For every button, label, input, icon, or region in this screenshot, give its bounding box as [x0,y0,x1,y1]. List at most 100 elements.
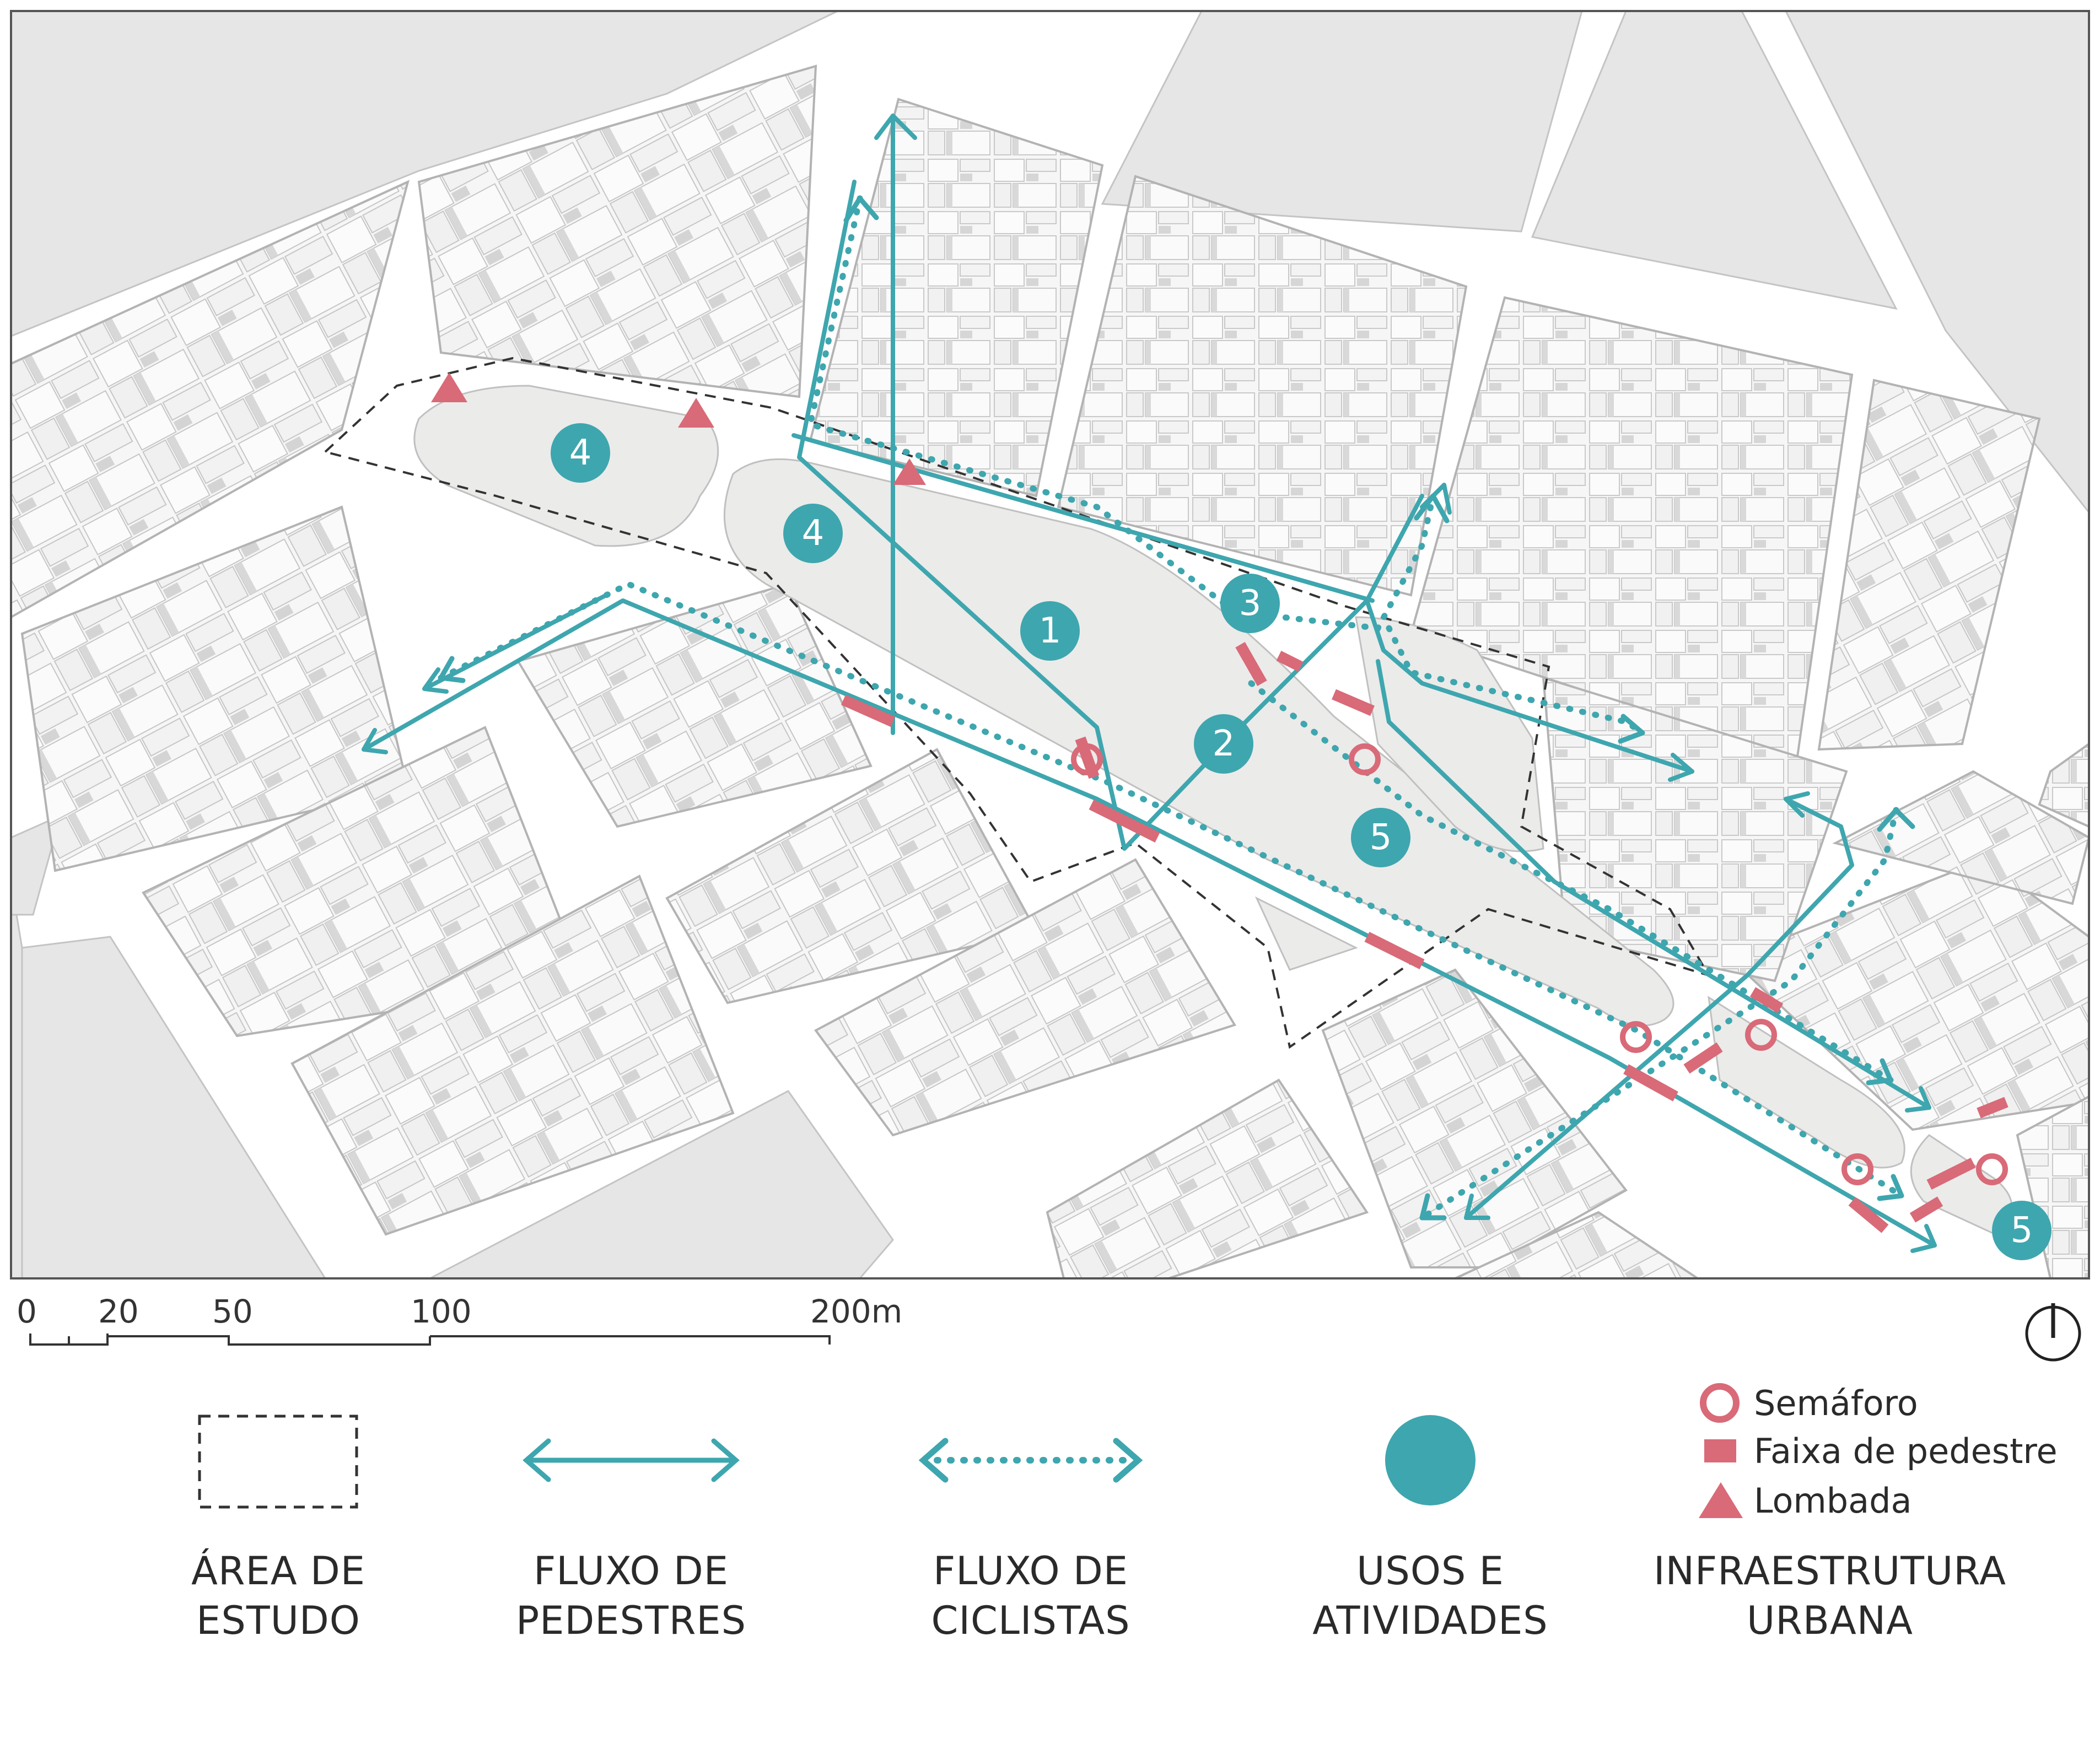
block-built [1817,379,2041,751]
traffic-light-circle-icon [1700,1383,1740,1423]
block-built [1321,968,1628,1268]
pedestrian-arrowhead [1668,753,1694,782]
use-marker-4b: 4 [783,504,843,563]
block-plain [1101,11,1583,233]
pedestrian-arrowhead [1784,791,1810,818]
scale-label-0: 0 [17,1293,37,1330]
crosswalk-bar-icon [1909,1196,1943,1223]
traffic-lights [1071,743,2008,1185]
pedestrian-flow-main-street [362,598,1937,1248]
use-marker-1: 1 [1020,601,1080,661]
use-label-text: 4 [569,433,592,473]
cyclist-flow-main-street [438,580,1905,1199]
block-plain [11,814,62,916]
legend-faixa-label: Faixa de pedestre [1754,1431,2058,1471]
use-label-text: 2 [1213,724,1235,764]
legend-study-area: ÁREA DE ESTUDO [191,1415,365,1643]
map-area: 1 2 3 4 4 5 5 [11,11,2089,1278]
pedestrian-flows [362,114,1937,1253]
crosswalk-bar-icon [1089,800,1160,843]
block-built [814,858,1237,1137]
legend-uses-line2: ATIVIDADES [1312,1598,1548,1643]
legend-infra-line2: URBANA [1747,1598,1913,1643]
crosswalk-bar-icon [1683,1042,1723,1074]
block-plain [1785,11,2089,514]
double-arrow-solid-icon [523,1438,740,1482]
pedestrian-flow-diagonal [797,180,1694,851]
block-plain [429,1090,894,1278]
scale-label-200m: 200m [810,1293,902,1330]
legend-study-area-line2: ESTUDO [196,1598,360,1643]
scale-label-50: 50 [212,1293,253,1330]
use-marker-2: 2 [1194,714,1253,774]
legend-cyclist-flow: FLUXO DE CICLISTAS [918,1438,1143,1643]
crosswalk-bar-icon [841,694,896,727]
plaza-5-south [1708,996,1905,1169]
scale-label-100: 100 [411,1293,472,1330]
legend-infrastructure: Semáforo Faixa de pedestre Lombada INFRA… [1654,1383,2058,1643]
block-built [1046,1078,1369,1278]
crosswalk-bar-icon [1276,651,1304,672]
crosswalk-bar-icon [1364,932,1425,969]
use-marker-5b: 5 [1992,1201,2051,1260]
crosswalk-bar-icon [1704,1439,1736,1462]
cyclist-arrowheads [438,196,1915,1221]
double-arrow-dotted-icon [918,1438,1143,1483]
block-built [290,874,735,1236]
crosswalk-bar-icon [1332,689,1375,716]
legend: ÁREA DE ESTUDO FLUXO DE PEDESTRES FLUXO … [191,1383,2058,1643]
block-built [1455,1211,1700,1278]
legend-infra-line1: INFRAESTRUTURA [1654,1548,2006,1594]
crosswalk-bar-icon [1977,1097,2009,1119]
traffic-light-circle-icon [1976,1153,2008,1185]
block-built [1542,676,1848,982]
use-label-text: 5 [2011,1210,2033,1251]
legend-lombada-label: Lombada [1754,1481,1911,1521]
plaza-small [1254,896,1358,971]
speed-bump-triangle-icon [1699,1482,1743,1518]
pedestrian-arrowhead [1464,1194,1490,1220]
pedestrian-arrowhead [362,728,388,754]
use-marker-5a: 5 [1351,808,1410,867]
pedestrian-arrowhead [1910,1224,1937,1253]
legend-pedestrian-line1: FLUXO DE [534,1548,729,1594]
study-area-boundary [322,357,1711,1049]
speed-bump-triangle-icon [893,458,926,485]
pedestrian-flow-north [874,114,917,735]
legend-pedestrian-line2: PEDESTRES [516,1598,746,1643]
block-plain [11,11,838,337]
block-built [417,64,817,398]
legend-semaforo-label: Semáforo [1754,1383,1918,1423]
study-area-swatch-icon [198,1415,358,1509]
use-labels: 1 2 3 4 4 5 5 [551,423,2051,1260]
block-plain [1531,11,1898,310]
legend-uses-line1: USOS E [1356,1548,1504,1594]
plaza-5-east [1910,1134,2013,1235]
pedestrian-flow-branch [1365,494,1424,603]
block-built [1729,858,2089,1131]
pedestrian-arrowhead [1905,1086,1931,1113]
use-label-text: 5 [1370,817,1392,858]
pedestrian-flow-upper-street [791,433,1375,603]
crosswalk-bar-icon [1235,642,1267,686]
speed-bump-triangle-icon [678,398,714,428]
block-built [516,582,873,828]
built-blocks [11,64,2089,1278]
legend-uses: USOS E ATIVIDADES [1312,1415,1548,1643]
block-built [1832,770,2089,905]
speed-bumps [431,372,926,485]
traffic-light-circle-icon [1745,1019,1777,1051]
north-arrow-icon [2025,1303,2081,1362]
use-label-text: 3 [1239,583,1262,624]
block-built [2038,742,2089,828]
traffic-light-circle-icon [1841,1153,1873,1185]
use-marker-3: 3 [1220,574,1280,633]
crosswalk-bar-icon [1749,987,1784,1013]
legend-cyclist-line1: FLUXO DE [933,1548,1128,1594]
traffic-light-circle-icon [1071,743,1103,775]
cyclist-flow-east-loop [1419,807,1899,1221]
pedestrian-flow-east-loop [1464,797,1854,1220]
legend-study-area-line1: ÁREA DE [191,1548,365,1594]
